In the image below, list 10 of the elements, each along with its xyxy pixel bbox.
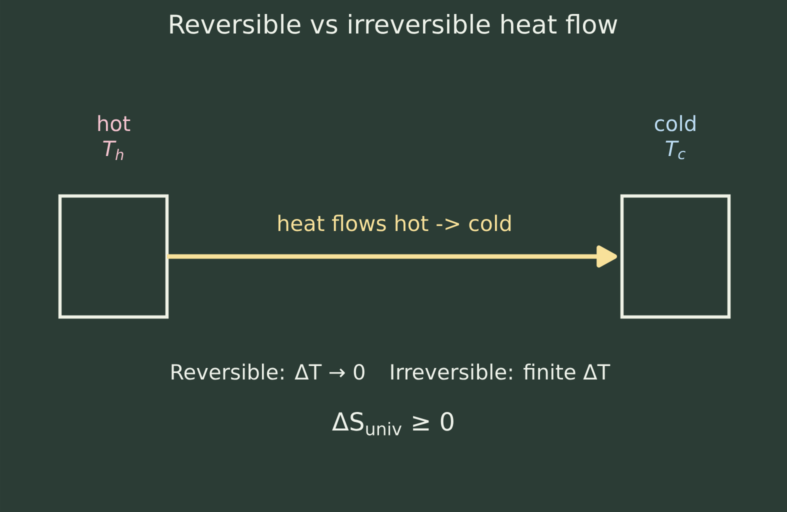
note-text: Reversible: ΔT → 0 (172, 364, 364, 380)
arrow (167, 245, 617, 268)
title: Reversible vs irreversible heat flow (170, 14, 618, 34)
reservoir-label: cold (654, 115, 696, 132)
note-text: Irreversible: finite ΔT (391, 364, 610, 380)
entropy-formula: ΔS$_{univ}$ ≥ 0 (332, 412, 454, 436)
edge-label: heat flows hot -> cold (278, 214, 511, 232)
reservoir-label: hot (98, 115, 130, 132)
temperature-symbol: T$_{h}$ (103, 140, 124, 160)
temperature-symbol: T$_{c}$ (666, 140, 686, 160)
